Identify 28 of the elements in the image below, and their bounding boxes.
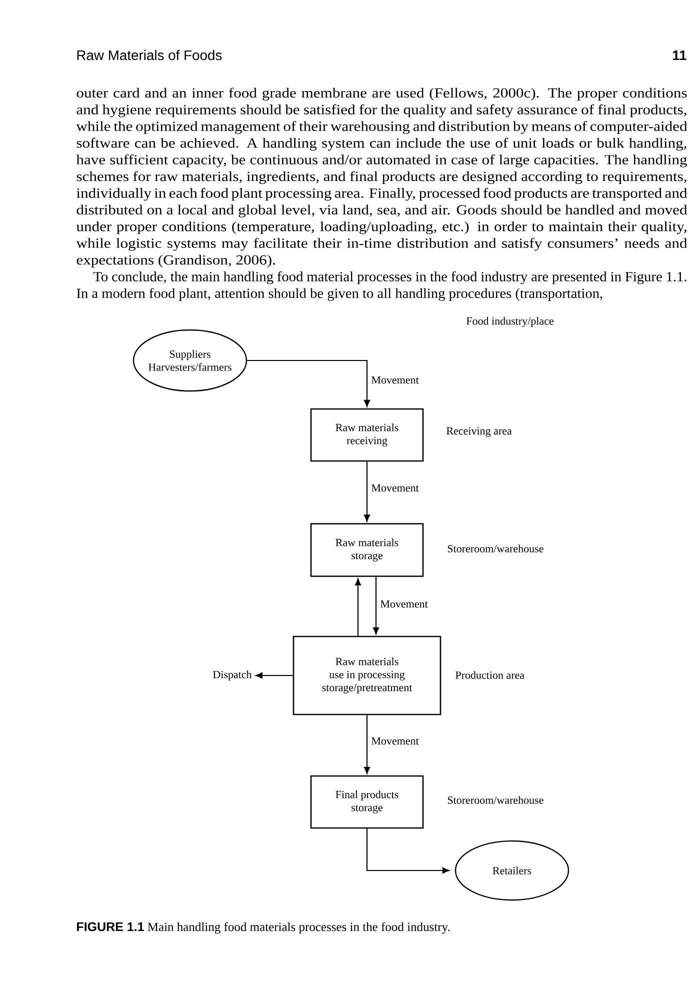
- figure-caption: FIGURE 1.1 Main handling food materials processes in the food industry.: [77, 922, 450, 934]
- edge-label: Movement: [370, 375, 420, 385]
- process-box: Raw materials use in processing storage/pretreatment: [292, 636, 442, 716]
- endpoint-label: Dispatch: [213, 670, 252, 680]
- process-box: Raw materials receiving: [310, 408, 424, 462]
- page-number: 11: [672, 50, 686, 60]
- edge-label: Movement: [370, 736, 420, 746]
- body-paragraph: outer card and an inner food grade membrane are used (Fellows, 2000c). The proper conditions and hygiene requirements should be satisfied for the quality and safety assurance of final products, while the optimized management of their warehousing and distribution by means of computer-aided software can be achieved. A handling system can include the use of unit loads or bulk handling, have sufficient capacity, be continuous and/or automated in case of large capacities. The handling schemes for raw materials, ingredients, and final products are designed according to requirements, individually in each food plant processing area. Finally, processed food products are transported and distributed on a local and global level, via land, sea, and air. Goods should be handled and moved under proper conditions (temperature, loading/uploading, etc.) in order to maintain their quality, while logistic systems may facilitate their in-time distribution and satisfy consumers’ needs and expectations (Grandison, 2006).: [76, 88, 688, 268]
- oval-node: Suppliers Harvesters/farmers: [132, 329, 248, 392]
- arrow: [364, 462, 370, 522]
- area-label: Production area: [456, 671, 524, 679]
- area-label: Storeroom/warehouse: [448, 544, 544, 552]
- running-head: Raw Materials of Foods: [77, 50, 222, 60]
- arrow: [366, 828, 450, 874]
- arrow: [354, 578, 362, 636]
- edge-label: Movement: [370, 483, 420, 493]
- edge-label: Movement: [379, 599, 429, 609]
- oval-node: Retailers: [454, 840, 570, 901]
- area-label: Receiving area: [446, 427, 512, 437]
- arrow: [364, 715, 370, 774]
- arrow: [256, 672, 293, 679]
- area-label: Storeroom/warehouse: [448, 796, 544, 804]
- process-box: Final products storage: [310, 775, 424, 829]
- column-heading: Food industry/place: [466, 317, 554, 327]
- arrow: [247, 360, 370, 407]
- arrow: [372, 576, 380, 634]
- body-paragraph: To conclude, the main handling food material processes in the food industry are presented in Figure 1.1. In a modern food plant, attention should be given to all handling procedures (transportation,: [76, 271, 686, 301]
- process-box: Raw materials storage: [310, 523, 424, 577]
